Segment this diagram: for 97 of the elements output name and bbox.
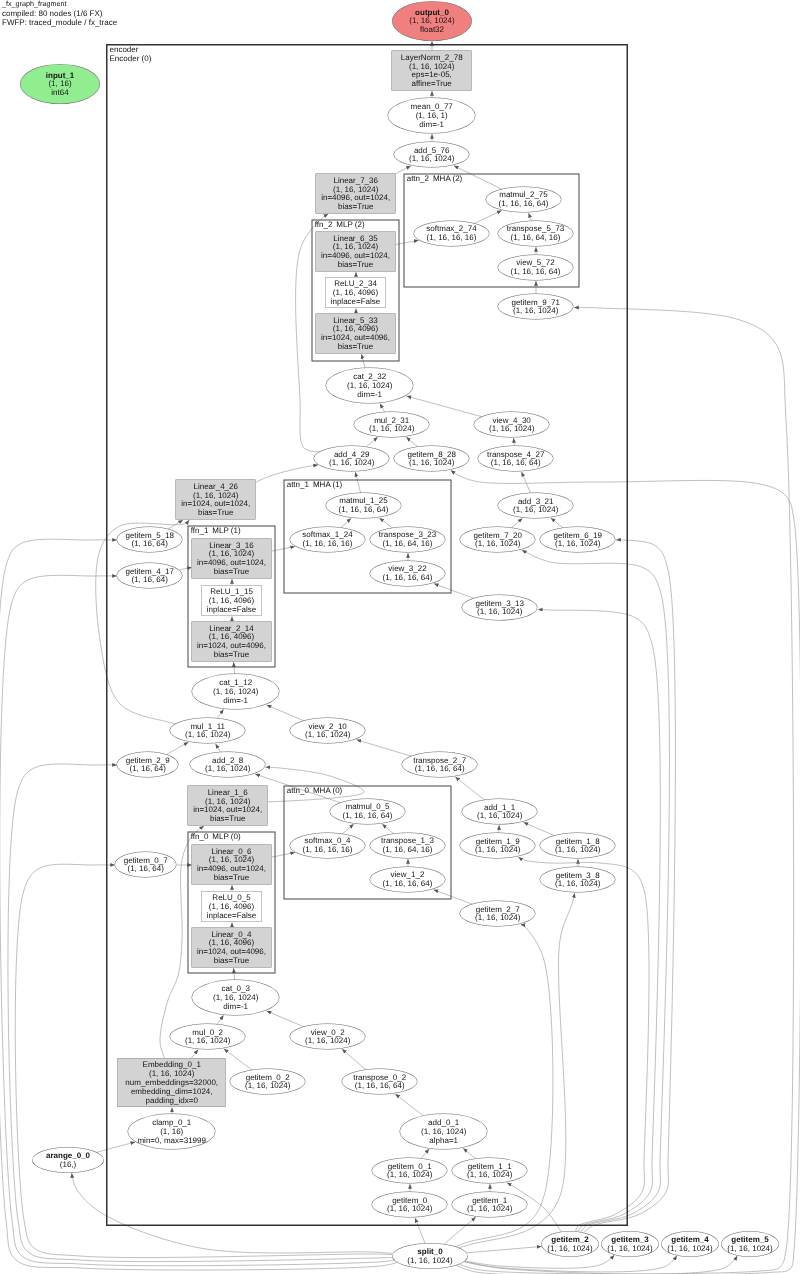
op-ellipse (114, 851, 177, 878)
arrow (576, 858, 580, 868)
op-ellipse (539, 866, 616, 893)
op-ellipse (369, 832, 446, 859)
op-ellipse (289, 717, 366, 744)
module-box (187, 785, 268, 826)
op-ellipse (127, 1113, 216, 1150)
op-ellipse (661, 1231, 719, 1257)
op-ellipse (289, 832, 366, 859)
arrow (488, 1183, 492, 1193)
op-ellipse (541, 1231, 599, 1257)
arrow (230, 578, 234, 586)
op-ellipse (399, 1113, 488, 1150)
module-box (191, 538, 272, 579)
op-ellipse (353, 411, 430, 438)
op-ellipse (721, 1231, 779, 1257)
op-ellipse (387, 97, 476, 134)
op-ellipse (459, 832, 536, 859)
op-ellipse (169, 1023, 246, 1050)
op-ellipse (169, 717, 246, 744)
module-box (201, 585, 262, 616)
arrow (354, 308, 358, 315)
arrow (406, 552, 410, 562)
op-ellipse (497, 492, 574, 519)
arrow (512, 437, 516, 447)
arrow (170, 1107, 174, 1115)
op-ellipse (369, 560, 446, 587)
arrow (528, 212, 532, 222)
op-ellipse (497, 293, 574, 320)
input-ellipse (20, 64, 100, 104)
op-ellipse (473, 411, 550, 438)
op-ellipse (325, 367, 414, 404)
op-ellipse (392, 1243, 468, 1269)
op-ellipse (369, 866, 446, 893)
op-ellipse (32, 1147, 104, 1173)
op-ellipse (485, 186, 562, 213)
arrow (379, 403, 386, 413)
arrow (230, 616, 234, 623)
module-box (315, 173, 396, 214)
op-ellipse (459, 900, 536, 927)
op-ellipse (189, 751, 266, 778)
op-ellipse (191, 673, 280, 710)
module-box (315, 231, 396, 272)
op-ellipse (461, 798, 538, 825)
op-ellipse (341, 1068, 418, 1095)
op-ellipse (497, 220, 574, 247)
op-ellipse (191, 979, 280, 1016)
op-ellipse (413, 220, 490, 247)
op-ellipse (289, 1023, 366, 1050)
op-ellipse (539, 526, 616, 553)
arrow (216, 708, 224, 719)
op-ellipse (371, 1191, 448, 1218)
op-ellipse (116, 751, 179, 778)
arrow (408, 1183, 412, 1193)
op-ellipse (393, 445, 470, 472)
arrow (534, 246, 538, 256)
arrow (430, 90, 434, 99)
arrow (406, 858, 410, 868)
op-ellipse (116, 526, 183, 553)
arrow (420, 1148, 430, 1159)
op-ellipse (451, 1191, 528, 1218)
op-ellipse (401, 751, 478, 778)
arrow (216, 1014, 224, 1025)
arrow (497, 824, 501, 834)
op-ellipse (229, 1068, 306, 1095)
op-ellipse (371, 1157, 448, 1184)
arrow (230, 922, 234, 929)
op-ellipse (313, 445, 390, 472)
op-ellipse (459, 526, 536, 553)
op-ellipse (289, 526, 366, 553)
module-box (315, 313, 396, 354)
op-ellipse (601, 1231, 659, 1257)
op-ellipse (497, 254, 574, 281)
arrow (190, 1049, 199, 1059)
output-ellipse (392, 1, 472, 41)
module-box (191, 927, 272, 968)
module-box (325, 277, 386, 308)
op-ellipse (461, 594, 538, 621)
cluster-frame (106, 44, 628, 1226)
op-ellipse (325, 492, 402, 519)
arrow (215, 743, 221, 753)
op-ellipse (539, 832, 616, 859)
op-ellipse (393, 141, 470, 168)
arrow (230, 884, 234, 892)
op-ellipse (329, 798, 406, 825)
op-ellipse (369, 526, 446, 553)
op-ellipse (116, 562, 183, 589)
module-box (191, 621, 272, 662)
module-box (191, 844, 272, 885)
op-ellipse (451, 1157, 528, 1184)
module-box (201, 891, 262, 922)
arrow (430, 133, 434, 143)
arrow (354, 271, 358, 278)
module-box (117, 1058, 226, 1108)
module-box (175, 479, 256, 520)
op-ellipse (477, 445, 554, 472)
module-box (391, 50, 472, 91)
